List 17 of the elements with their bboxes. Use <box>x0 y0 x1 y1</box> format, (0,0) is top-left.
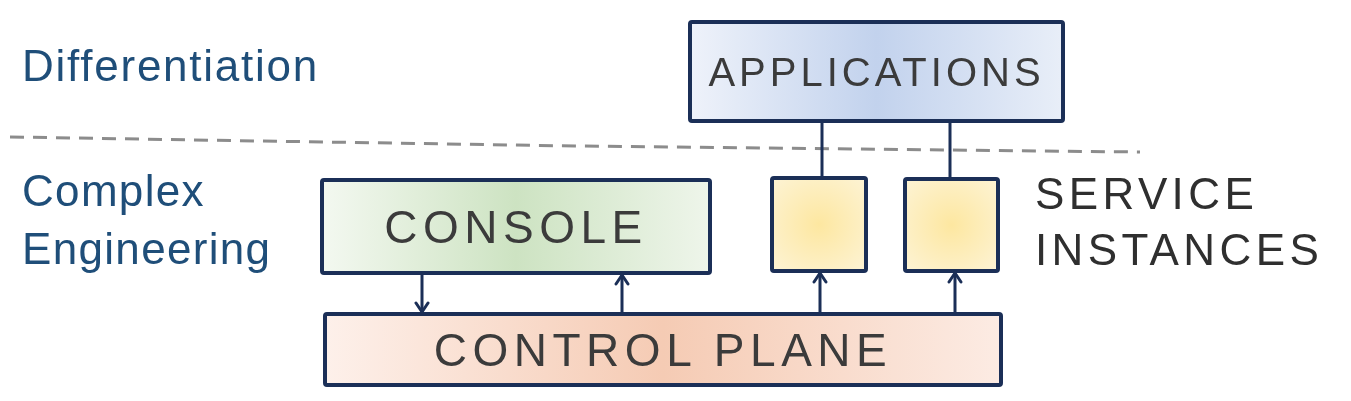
instance-box <box>770 176 868 273</box>
process-box <box>688 20 1065 123</box>
arrow <box>614 273 630 312</box>
connector-line <box>948 123 952 177</box>
box-label: CONSOLE <box>384 203 648 250</box>
arrow <box>812 271 828 312</box>
arrow <box>414 275 430 314</box>
process-box <box>320 178 712 275</box>
instance-box <box>903 177 1000 273</box>
section-label: SERVICE INSTANCES <box>1035 168 1325 276</box>
arrow <box>947 271 963 312</box>
box-label: APPLICATIONS <box>708 51 1045 92</box>
process-box <box>323 312 1003 387</box>
section-label: Complex Engineering <box>22 165 273 275</box>
box-label: CONTROL PLANE <box>433 326 893 373</box>
connector-line <box>820 123 824 176</box>
section-label: Differentiation <box>22 40 320 92</box>
